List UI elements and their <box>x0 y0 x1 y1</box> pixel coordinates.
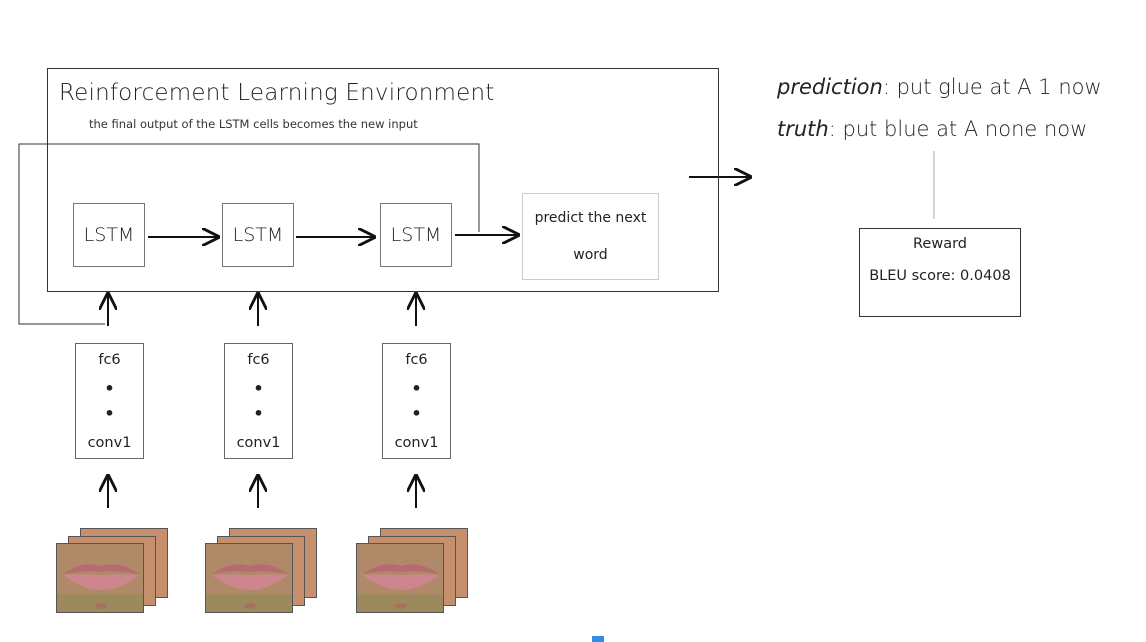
truth-line: truth: put blue at A none now <box>777 117 1087 141</box>
lips-image <box>206 544 292 612</box>
environment-box <box>47 68 719 292</box>
cnn-bottom-layer: conv1 <box>394 434 439 451</box>
prediction-text: : put glue at A 1 now <box>882 75 1102 99</box>
lstm-cell-2: LSTM <box>222 203 294 267</box>
prediction-label: prediction <box>777 75 883 99</box>
predict-line-1: predict the next <box>534 210 647 227</box>
ellipsis-dot: • <box>411 404 422 424</box>
ellipsis-dot: • <box>253 404 264 424</box>
truth-text: : put blue at A none now <box>828 117 1088 141</box>
feedback-loop-line <box>18 143 480 325</box>
ellipsis-dot: • <box>104 404 115 424</box>
cnn-stack-2: fc6 • • conv1 <box>224 343 293 459</box>
cnn-top-layer: fc6 <box>98 352 121 368</box>
cnn-stack-3: fc6 • • conv1 <box>382 343 451 459</box>
predict-line-2: word <box>573 246 608 263</box>
ellipsis-dot: • <box>104 378 115 398</box>
lip-frames-1 <box>56 528 168 616</box>
ellipsis-dot: • <box>411 378 422 398</box>
cnn-top-layer: fc6 <box>405 352 428 368</box>
lip-frame-front <box>56 543 144 613</box>
lstm-cell-label: LSTM <box>232 224 284 246</box>
cnn-top-layer: fc6 <box>247 352 270 368</box>
environment-title: Reinforcement Learning Environment <box>59 80 495 106</box>
lstm-cell-label: LSTM <box>390 224 442 246</box>
lstm-cell-label: LSTM <box>83 224 135 246</box>
bleu-score: BLEU score: 0.0408 <box>869 268 1011 284</box>
lstm-cell-1: LSTM <box>73 203 145 267</box>
cnn-stack-1: fc6 • • conv1 <box>75 343 144 459</box>
lstm-cell-3: LSTM <box>380 203 452 267</box>
lips-image <box>357 544 443 612</box>
accent-mark <box>592 636 604 642</box>
truth-label: truth <box>777 117 829 141</box>
environment-subtitle: the final output of the LSTM cells becom… <box>89 117 418 131</box>
reward-title: Reward <box>913 236 967 252</box>
cnn-bottom-layer: conv1 <box>87 434 132 451</box>
cnn-bottom-layer: conv1 <box>236 434 281 451</box>
reward-box: Reward BLEU score: 0.0408 <box>859 228 1021 317</box>
lips-image <box>57 544 143 612</box>
prediction-line: prediction: put glue at A 1 now <box>777 75 1102 99</box>
lip-frame-front <box>205 543 293 613</box>
lip-frames-2 <box>205 528 317 616</box>
predict-next-word-box: predict the next word <box>522 193 659 280</box>
lip-frame-front <box>356 543 444 613</box>
lip-frames-3 <box>356 528 468 616</box>
ellipsis-dot: • <box>253 378 264 398</box>
